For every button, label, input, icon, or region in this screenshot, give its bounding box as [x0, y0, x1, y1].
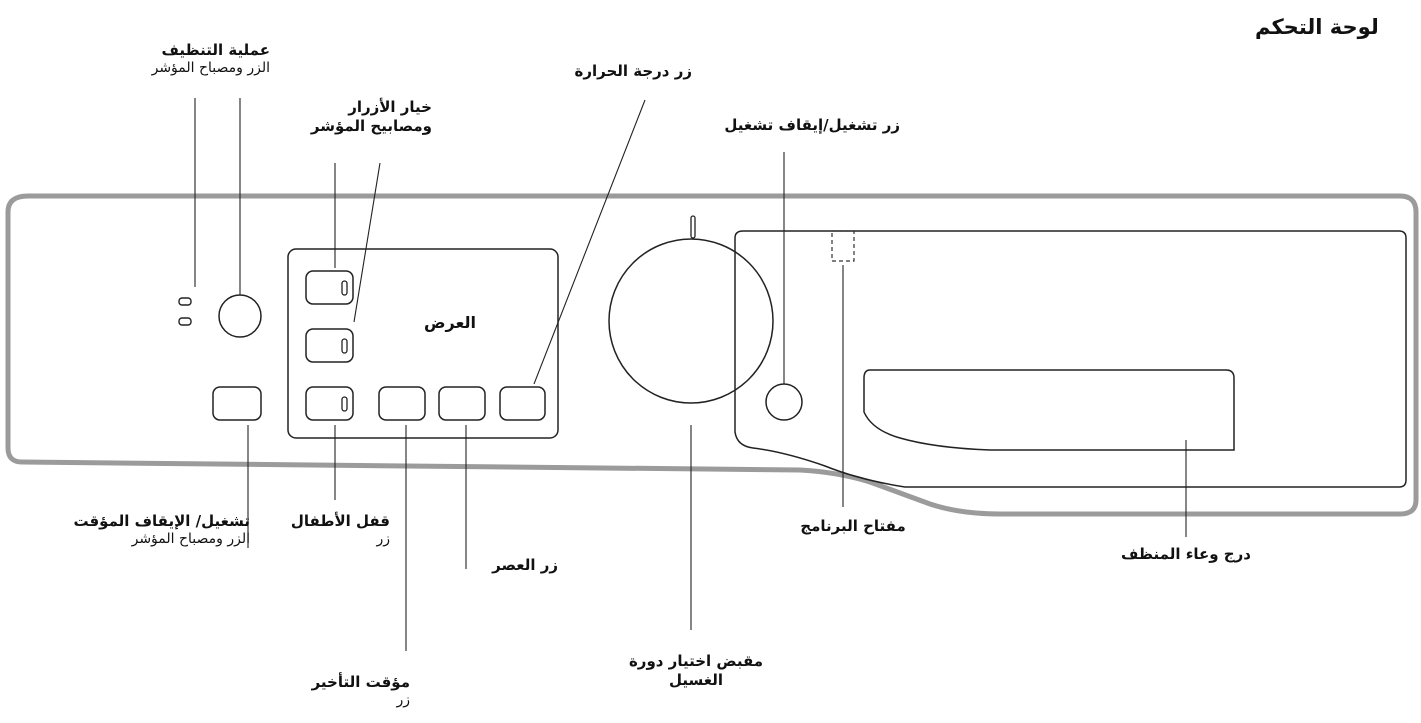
drawer-handle — [863, 369, 1235, 451]
program-dial — [608, 238, 774, 404]
callout-child-lock: قفل الأطفال زر — [270, 512, 390, 548]
option-led-2 — [341, 338, 348, 354]
callout-delay-timer: مؤقت التأخير زر — [300, 673, 410, 709]
dial-marker — [690, 215, 696, 239]
delay-timer-button — [378, 386, 426, 421]
option-led-1 — [341, 280, 348, 296]
temperature-button — [499, 386, 546, 421]
child-lock-button — [305, 386, 354, 421]
display-label: العرض — [424, 313, 476, 332]
spin-button — [438, 386, 486, 421]
callout-temperature: زر درجة الحرارة — [574, 62, 692, 80]
callout-options-line1: خيار الأزرار — [348, 98, 432, 116]
option-button-2 — [305, 328, 354, 363]
callout-spin: زر العصر — [492, 556, 558, 574]
callout-cleaning: عملية التنظيف الزر ومصباح المؤشر — [130, 41, 270, 77]
callout-child-lock-title: قفل الأطفال — [290, 512, 390, 530]
start-pause-button — [212, 386, 262, 421]
program-key-indicator — [831, 230, 855, 262]
callout-start-pause-title: تشغيل/ الإيقاف المؤقت — [73, 512, 250, 530]
callout-program-key: مفتاح البرنامج — [800, 517, 906, 535]
page-title: لوحة التحكم — [1255, 15, 1379, 39]
cleaning-button — [218, 294, 262, 338]
callout-start-pause-sub: الزر ومصباح المؤشر — [131, 530, 250, 547]
callout-options-line2: ومصابيح المؤشر — [310, 116, 432, 135]
callout-power: زر تشغيل/إيقاف تشغيل — [724, 116, 900, 134]
callout-program-knob: مقبض اختيار دورة الغسيل — [611, 652, 781, 690]
drawer-frame — [734, 230, 1407, 488]
option-button-1 — [305, 270, 354, 305]
panel-outline — [5, 193, 1419, 517]
indicator-lamp-1 — [178, 297, 192, 306]
callout-child-lock-sub: زر — [376, 530, 390, 547]
callout-delay-timer-sub: زر — [396, 691, 410, 708]
indicator-lamp-2 — [178, 317, 192, 326]
display-frame — [287, 248, 559, 439]
callout-cleaning-sub: الزر ومصباح المؤشر — [151, 59, 270, 76]
callout-program-knob-line1: مقبض اختيار دورة — [628, 652, 764, 670]
callout-start-pause: تشغيل/ الإيقاف المؤقت الزر ومصباح المؤشر — [70, 512, 250, 548]
callout-program-knob-line2: الغسيل — [668, 670, 724, 689]
child-lock-led — [341, 396, 348, 412]
callout-delay-timer-title: مؤقت التأخير — [311, 673, 410, 691]
callout-options: خيار الأزرار ومصابيح المؤشر — [296, 98, 432, 136]
callout-cleaning-title: عملية التنظيف — [161, 41, 271, 59]
leader-lines — [194, 98, 1187, 651]
callout-detergent-drawer: درج وعاء المنظف — [1121, 545, 1251, 563]
power-button — [765, 383, 803, 421]
